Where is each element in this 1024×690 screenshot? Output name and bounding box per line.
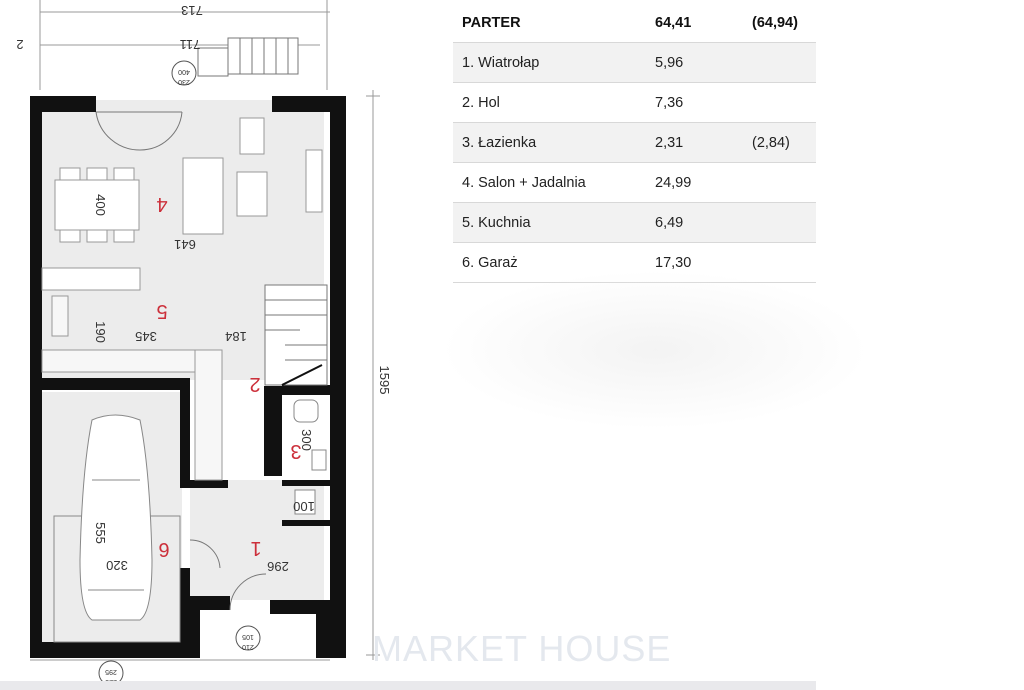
room-number-6: 6 — [158, 538, 169, 560]
marker-bottom-a: 105 — [242, 633, 254, 640]
room-name: 2. Hol — [453, 82, 655, 123]
room-number-1: 1 — [250, 537, 261, 559]
dim-kitchen-height: 190 — [93, 321, 108, 343]
room-number-2: 2 — [249, 373, 260, 395]
dim-top-outer: 713 — [181, 3, 203, 18]
marker-top-b: 230 — [178, 78, 190, 85]
room-area: 2,31 — [655, 122, 752, 163]
table-header-alt: (64,94) — [752, 4, 816, 43]
dim-right-vertical: 1595 — [377, 366, 392, 395]
room-alt-area — [752, 162, 816, 203]
room-area: 7,36 — [655, 82, 752, 123]
table-header-row: PARTER 64,41 (64,94) — [453, 4, 816, 43]
dim-bath-small: 100 — [293, 499, 315, 514]
room-name: 4. Salon + Jadalnia — [453, 162, 655, 203]
room-alt-area: (2,84) — [752, 122, 816, 163]
dim-dining-table: 400 — [93, 194, 108, 216]
dim-garage-length: 555 — [93, 522, 108, 544]
marker-top-a: 400 — [178, 68, 190, 75]
room-area: 24,99 — [655, 162, 752, 203]
dim-left-small: 2 — [16, 37, 23, 52]
table-row: 4. Salon + Jadalnia 24,99 — [453, 162, 816, 203]
room-area-table: PARTER 64,41 (64,94) 1. Wiatrołap 5,96 2… — [453, 4, 816, 283]
dim-hall-width: 296 — [267, 559, 289, 574]
dim-garage-width: 320 — [106, 558, 128, 573]
room-name: 3. Łazienka — [453, 122, 655, 163]
table-header-area: 64,41 — [655, 4, 752, 43]
room-number-4: 4 — [156, 193, 167, 215]
blurred-region — [440, 270, 870, 430]
room-area: 5,96 — [655, 42, 752, 83]
watermark: MARKET HOUSE — [372, 628, 672, 669]
room-alt-area — [752, 42, 816, 83]
dim-kitchen-b: 184 — [225, 329, 247, 344]
room-alt-area — [752, 202, 816, 243]
table-row: 2. Hol 7,36 — [453, 82, 816, 123]
table-row: 1. Wiatrołap 5,96 — [453, 42, 816, 83]
dim-kitchen-a: 345 — [135, 329, 157, 344]
floor-plan: 400 641 190 345 184 300 100 296 555 320 … — [16, 0, 392, 686]
room-number-3: 3 — [290, 440, 301, 462]
room-area: 6,49 — [655, 202, 752, 243]
room-alt-area — [752, 82, 816, 123]
table-row: 3. Łazienka 2,31 (2,84) — [453, 122, 816, 163]
table-row: 5. Kuchnia 6,49 — [453, 202, 816, 243]
dim-top-inner: 711 — [180, 37, 201, 52]
room-name: 1. Wiatrołap — [453, 42, 655, 83]
marker-bottom-b: 210 — [242, 643, 254, 650]
dim-salon-width: 641 — [174, 237, 196, 252]
table-header-name: PARTER — [453, 4, 655, 43]
bottom-strip — [0, 681, 816, 690]
room-number-5: 5 — [156, 300, 167, 322]
marker-left-a: 295 — [105, 668, 117, 675]
dim-bath-height: 300 — [299, 429, 314, 451]
room-name: 5. Kuchnia — [453, 202, 655, 243]
